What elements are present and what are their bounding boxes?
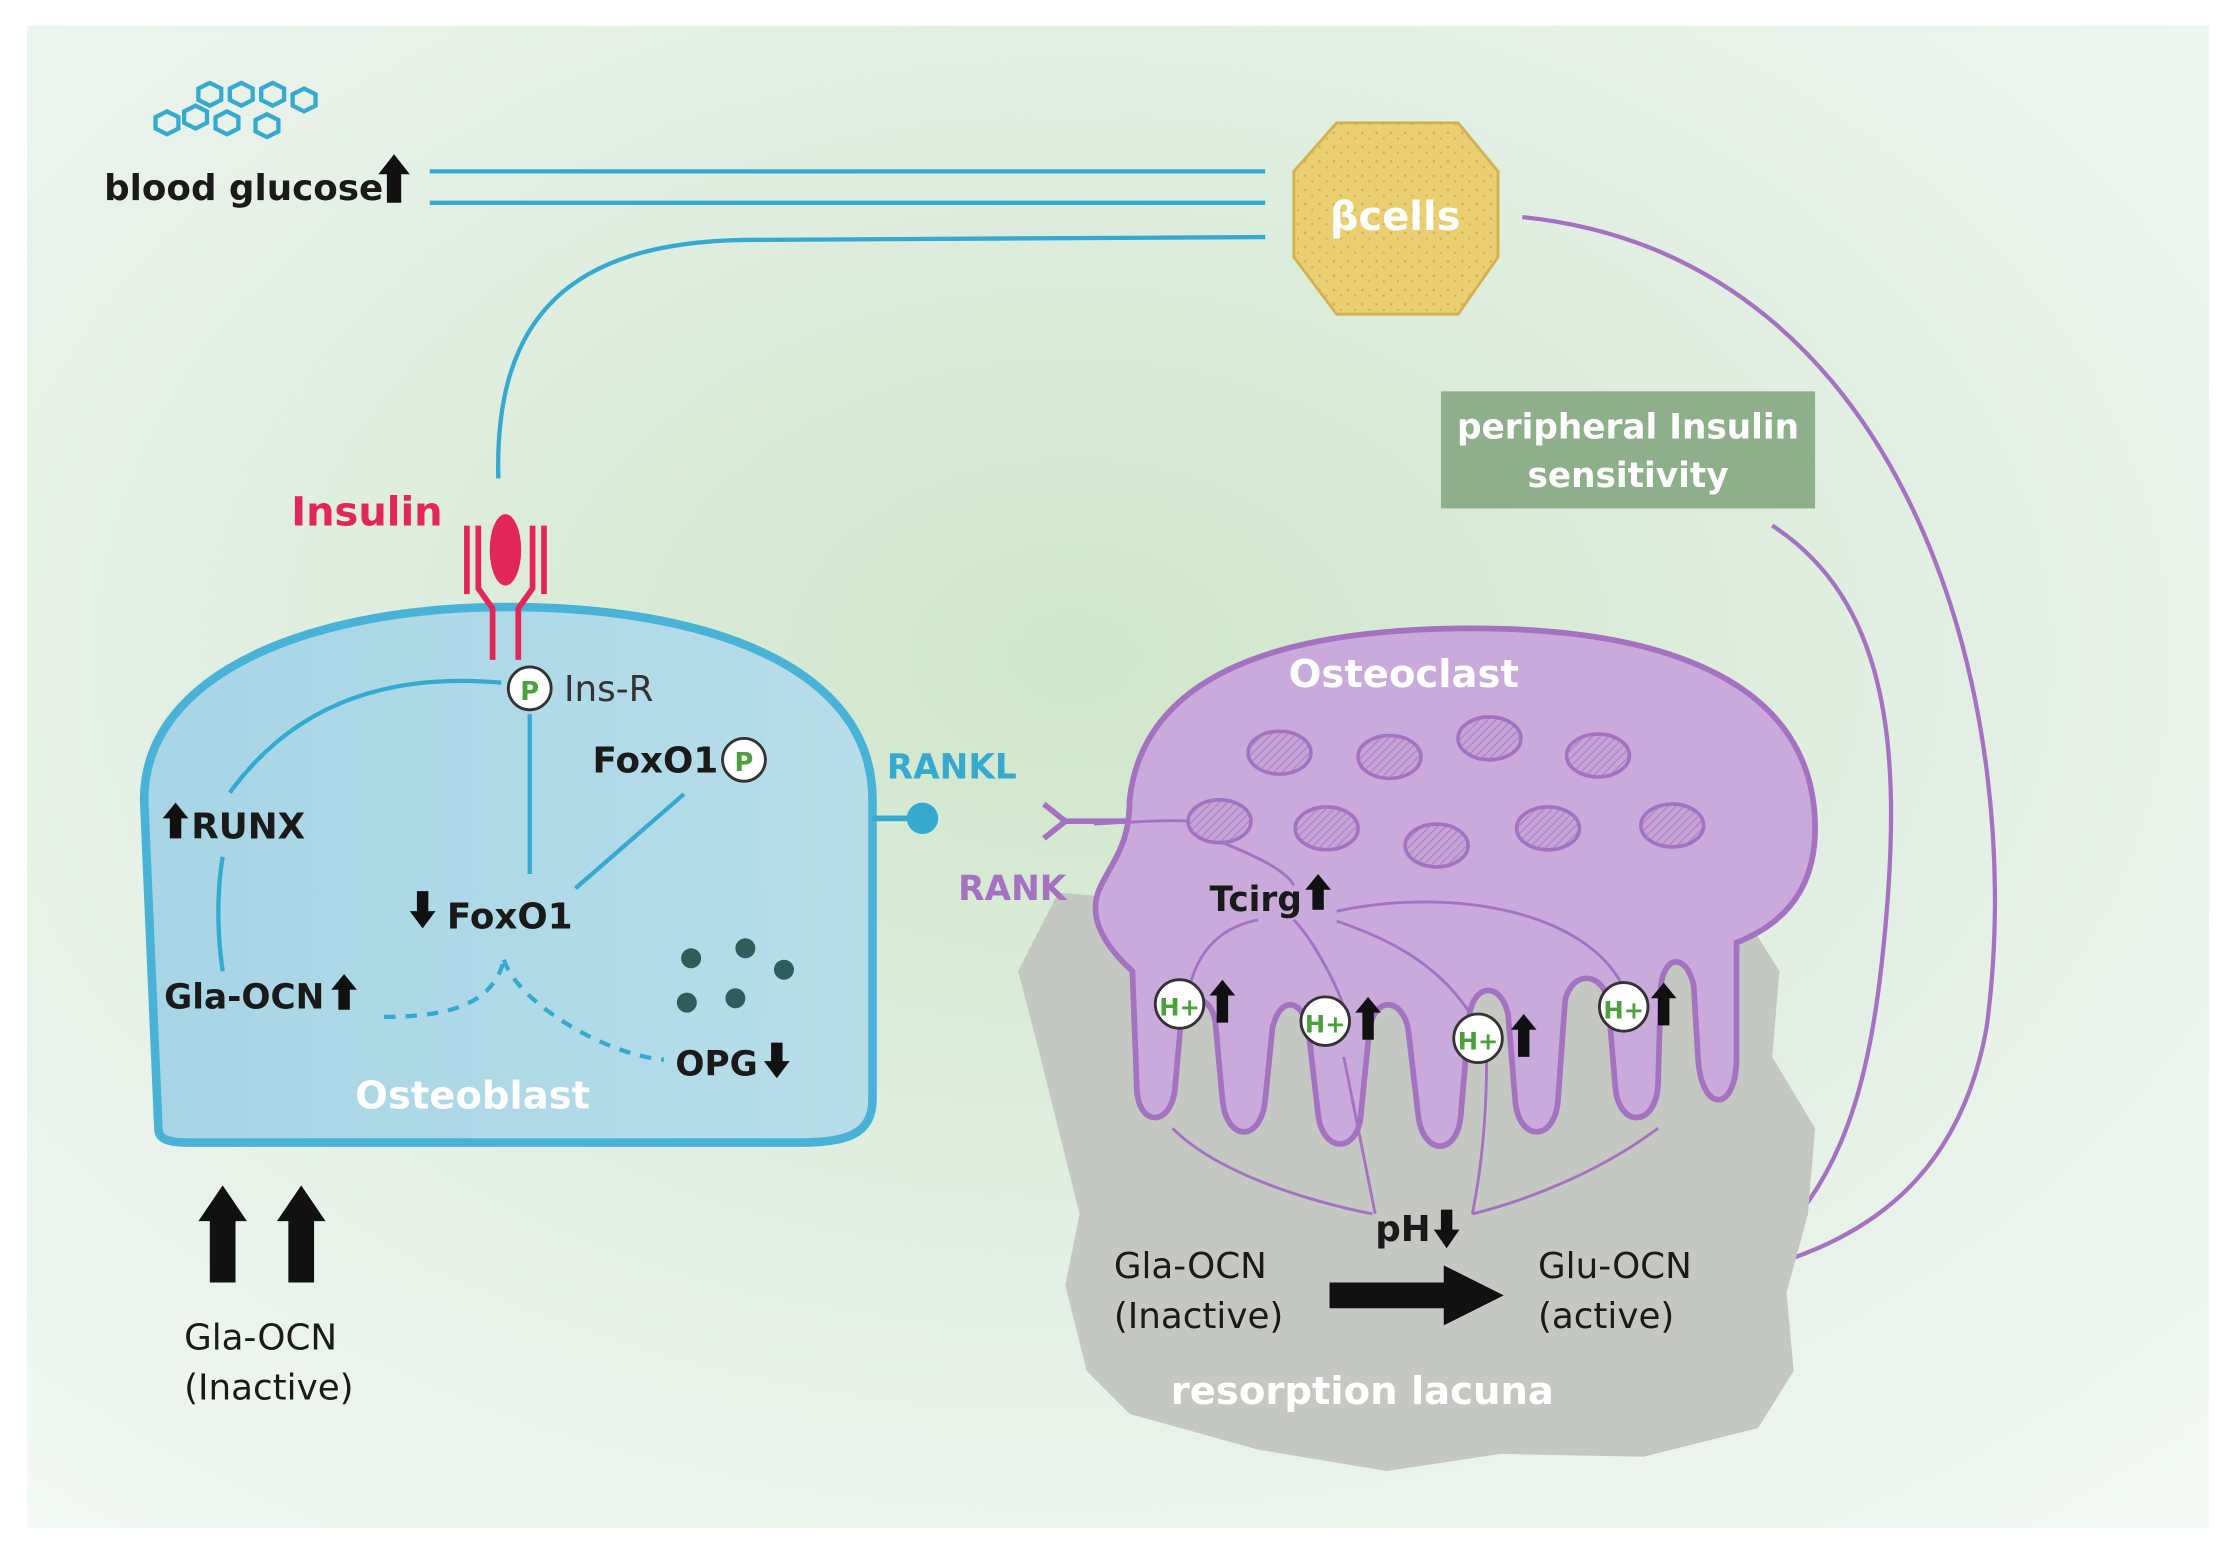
osteoclast-signal-lines <box>1093 819 1659 1216</box>
rank-receptor-icon <box>1042 801 1130 841</box>
osteoblast-signal-lines <box>216 678 686 1062</box>
bottom-up-arrow-icon-1 <box>198 1185 247 1283</box>
ins-r-phosphate-circle-icon: P <box>506 665 553 712</box>
blood-glucose-label: blood glucose <box>104 168 383 209</box>
ph-label: pH <box>1375 1209 1430 1250</box>
lacuna-gla-ocn-line1: Gla-OCN <box>1114 1246 1267 1287</box>
insulin-label: Insulin <box>291 490 442 536</box>
resorption-lacuna-label: resorption lacuna <box>1171 1369 1554 1414</box>
foxo1-down-arrow-icon <box>409 891 436 929</box>
opg-down-arrow-icon <box>763 1042 790 1079</box>
rankl-label: RANKL <box>887 747 1017 787</box>
beta-cells-label: βcells <box>1330 194 1461 240</box>
tcirg-up-arrow-icon <box>1305 874 1331 910</box>
peripheral-insulin-sensitivity-box: peripheral Insulin sensitivity <box>1440 391 1816 509</box>
osteoclast-label: Osteoclast <box>1289 652 1519 697</box>
runx-label: RUNX <box>191 806 305 847</box>
h-plus-up-arrow-icon <box>1209 979 1236 1023</box>
proton-h-plus-2: H+ <box>1299 995 1381 1047</box>
h-plus-up-arrow-icon <box>1650 982 1677 1026</box>
peripheral-curve <box>1749 523 1894 1266</box>
proton-h-plus-4: H+ <box>1598 981 1677 1033</box>
svg-text:H+: H+ <box>1159 992 1200 1021</box>
svg-text:H+: H+ <box>1458 1027 1499 1056</box>
osteoblast-label: Osteoblast <box>355 1073 590 1118</box>
lacuna-gla-ocn-line2: (Inactive) <box>1114 1296 1283 1337</box>
blood-glucose-up-arrow-icon <box>378 154 410 203</box>
lacuna-glu-ocn-line2: (active) <box>1538 1296 1674 1337</box>
peripheral-label-line2: sensitivity <box>1527 456 1728 496</box>
conversion-right-arrow-icon <box>1329 1265 1504 1326</box>
proton-h-plus-1: H+ <box>1153 978 1236 1030</box>
foxo1-phosphate-circle-icon: P <box>721 736 767 783</box>
runx-up-arrow-icon <box>162 802 189 839</box>
peripheral-label-line1: peripheral Insulin <box>1457 407 1799 447</box>
beta-to-gluocn-curve <box>1522 214 1998 1274</box>
osteoclast-nuclei <box>1186 715 1706 869</box>
proton-h-plus-3: H+ <box>1452 1012 1537 1064</box>
tcirg-label: Tcirg <box>1210 880 1302 920</box>
bottom-gla-ocn-line1: Gla-OCN <box>184 1318 337 1359</box>
h-plus-up-arrow-icon <box>1510 1014 1537 1057</box>
insulin-receptor-icon <box>464 525 547 660</box>
foxo1-phospho-label: FoxO1 <box>593 741 719 782</box>
insulin-molecule <box>489 514 522 586</box>
rankl-ligand <box>872 802 939 835</box>
h-plus-up-arrow-icon <box>1355 996 1381 1040</box>
svg-text:H+: H+ <box>1603 995 1644 1024</box>
opg-dots <box>676 938 794 1013</box>
gla-ocn-label: Gla-OCN <box>164 977 324 1017</box>
foxo1-label: FoxO1 <box>447 896 573 937</box>
glucose-hexagon-cluster-icon <box>153 80 318 140</box>
lacuna-glu-ocn-line1: Glu-OCN <box>1538 1246 1692 1287</box>
opg-label: OPG <box>675 1044 757 1084</box>
ins-r-label: Ins-R <box>564 669 653 710</box>
svg-text:P: P <box>735 748 754 778</box>
ph-down-arrow-icon <box>1433 1209 1460 1249</box>
bottom-up-arrow-icon-2 <box>276 1185 326 1283</box>
gla-ocn-up-arrow-icon <box>331 974 357 1010</box>
bottom-gla-ocn-line2: (Inactive) <box>184 1368 353 1409</box>
rank-label: RANK <box>958 869 1068 909</box>
glucose-to-beta-lines <box>429 169 1266 479</box>
svg-text:H+: H+ <box>1305 1010 1346 1039</box>
beta-cells: βcells <box>1292 121 1500 316</box>
svg-text:P: P <box>520 677 539 707</box>
